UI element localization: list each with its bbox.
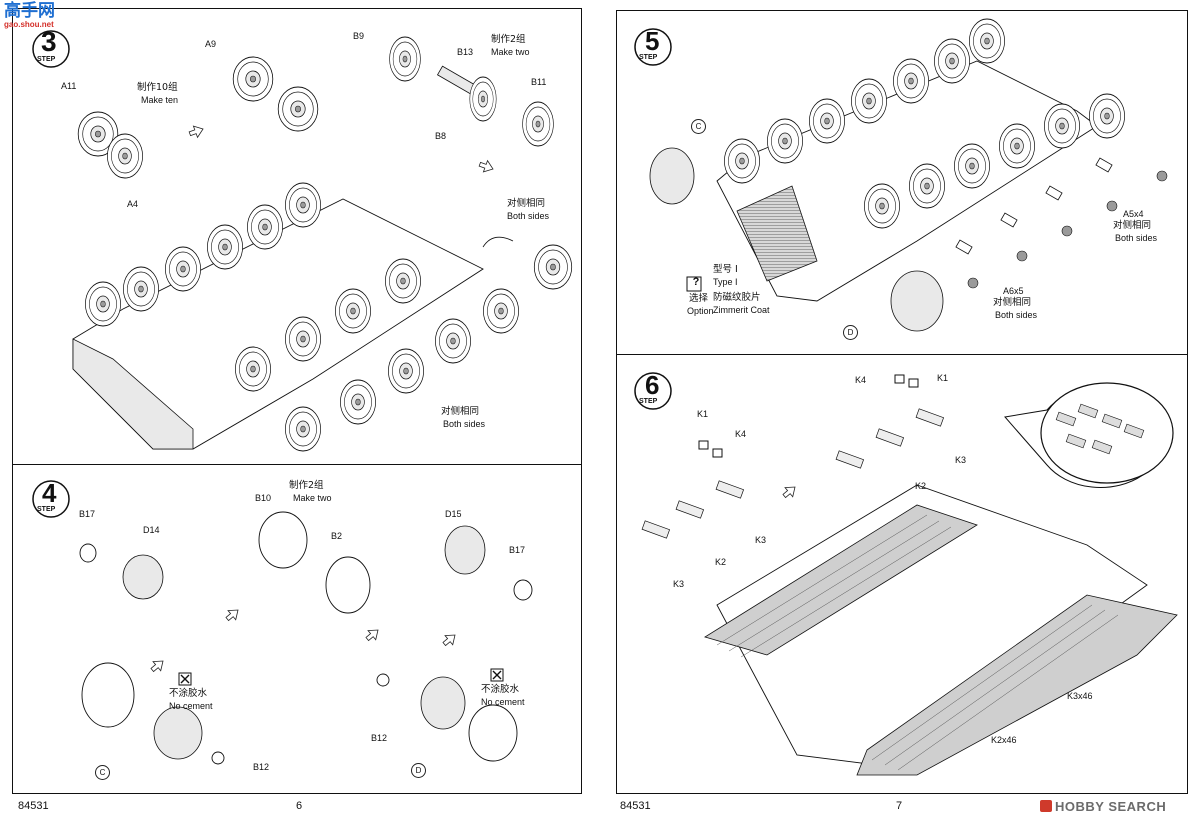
step5-both2-en: Both sides [995,310,1038,320]
no-cement-1-cn: 不涂胶水 [169,688,208,699]
type-cn: 型号 I [713,264,738,275]
step5-both1-en: Both sides [1115,233,1158,243]
part-a4: A4 [127,199,139,209]
no-cement-2-cn: 不涂胶水 [481,684,520,695]
part-k1-top: K1 [937,373,949,383]
step4-number: 4 [42,478,57,508]
track-k2x46: K2x46 [991,735,1017,745]
step6-step-word: STEP [639,398,658,405]
no-cement-2-en: No cement [481,697,525,707]
step4-illustration [32,480,533,765]
step6-panel: 6 STEP K4 K1 K1 K4 K3 K2 K3 K2 K3 K3x46 … [616,354,1188,794]
step3-number: 3 [41,26,57,57]
step5-both2-cn: 对侧相同 [993,297,1032,308]
option-cn: 选择 [689,293,709,304]
part-d15: D15 [445,509,462,519]
hobby-search-logo-icon [1040,800,1052,812]
step3-step-word: STEP [37,56,56,63]
type-en: Type I [713,277,738,287]
step4-panel: 4 STEP B17 D14 B10 B2 D15 B17 B12 B12 制作… [12,464,582,794]
part-a11: A11 [61,81,77,91]
part-k3-lower: K3 [673,579,685,589]
no-cement-1-en: No cement [169,701,213,711]
option-en: Option [687,306,714,316]
step5-subassembly-d: D [843,325,858,340]
part-k1-left: K1 [697,409,709,419]
step4-step-word: STEP [37,506,56,513]
part-b17-b: B17 [509,545,526,555]
step5-step-word: STEP [639,54,658,61]
track-k3x46: K3x46 [1067,691,1093,701]
part-a6x5: A6x5 [1003,286,1024,296]
part-b17-a: B17 [79,509,96,519]
subassembly-c: C [95,765,110,780]
make-two-cn: 制作2组 [491,34,526,45]
step5-number: 5 [645,26,660,56]
step5-subassembly-c: C [691,119,706,134]
make-ten-en: Make ten [141,95,179,105]
step6-number: 6 [645,370,660,400]
part-k3-upper: K3 [955,455,967,465]
zimmerit-cn: 防磁纹胶片 [713,292,761,303]
part-a9: A9 [205,39,217,49]
step3-panel: 3 STEP A9 B9 B13 B11 B8 A11 A4 制作10组 Mak… [12,8,582,466]
watermark-right-text: HOBBY SEARCH [1055,799,1167,814]
part-b8: B8 [435,131,447,141]
make-two-en: Make two [491,47,530,57]
both-sides-2-cn: 对侧相同 [441,406,480,417]
right-page-number: 7 [896,800,903,812]
step5-both1-cn: 对侧相同 [1113,220,1152,231]
step5-panel: 5 STEP ? 型号 I Type I 选择 Option 防磁纹胶片 Zim… [616,10,1188,356]
left-page-code: 84531 [18,800,49,812]
part-b10: B10 [255,493,272,503]
part-a5x4: A5x4 [1123,209,1144,219]
part-b9: B9 [353,31,365,41]
part-b11: B11 [531,77,547,87]
zimmerit-en: Zimmerit Coat [713,305,770,315]
part-b12-b: B12 [371,733,388,743]
watermark-left-sub: gao.shou.net [4,20,54,29]
left-page-number: 6 [296,800,303,812]
step4-make-two-cn: 制作2组 [289,480,324,491]
part-k4-top: K4 [855,375,867,385]
watermark-left: 高手网 gao.shou.net [4,2,55,29]
right-page-code: 84531 [620,800,651,812]
both-sides-1-cn: 对侧相同 [507,198,546,209]
part-b12-a: B12 [253,762,270,772]
part-b13: B13 [457,47,474,57]
option-question-icon: ? [692,276,700,288]
part-k2-upper: K2 [915,481,927,491]
step6-illustration [634,372,1178,776]
part-b2: B2 [331,531,343,541]
watermark-left-title: 高手网 [4,1,55,21]
both-sides-2-en: Both sides [443,419,486,429]
part-k3-mid: K3 [755,535,767,545]
both-sides-1-en: Both sides [507,211,550,221]
part-d14: D14 [143,525,160,535]
part-k4-left: K4 [735,429,747,439]
step5-illustration [634,18,1168,332]
part-k2-lower: K2 [715,557,727,567]
make-ten-cn: 制作10组 [137,82,178,93]
watermark-hobby-search: HOBBY SEARCH [1040,799,1166,814]
subassembly-d: D [411,763,426,778]
step3-illustration [32,30,573,452]
step4-make-two-en: Make two [293,493,332,503]
